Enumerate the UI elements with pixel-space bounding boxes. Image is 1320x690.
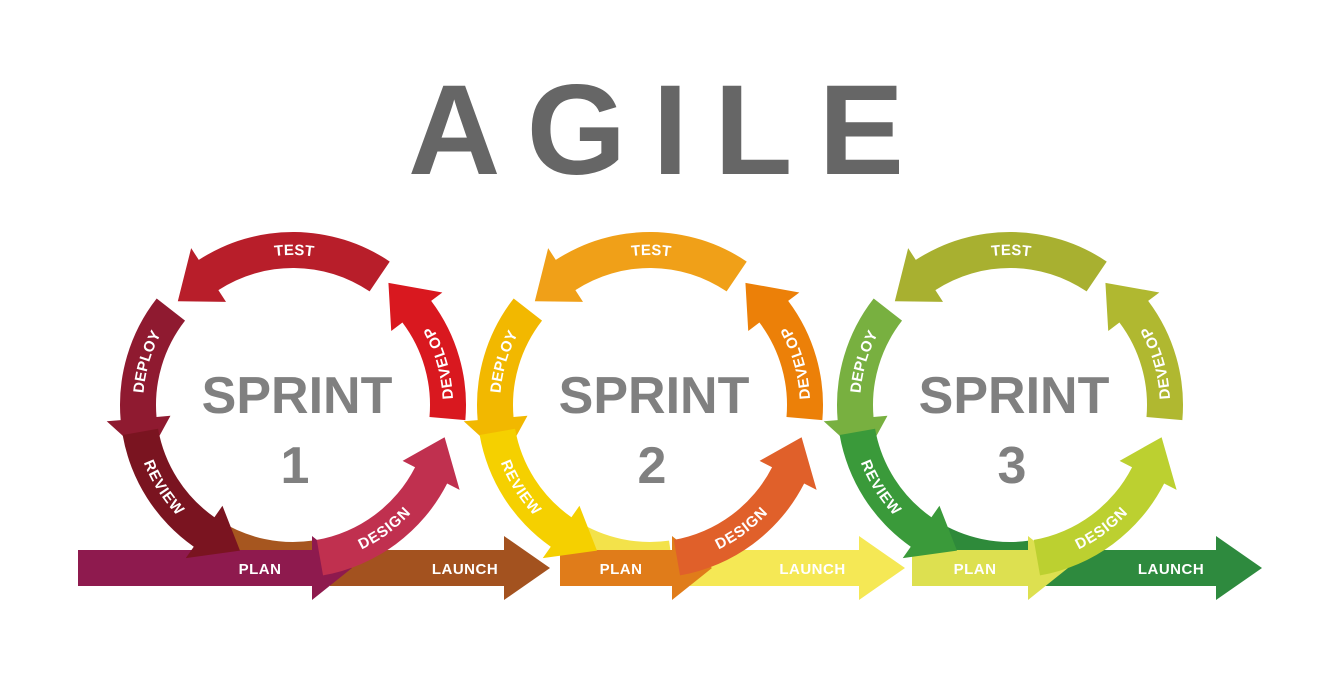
agile-title: AGILE	[408, 59, 904, 202]
deploy-arrow	[106, 298, 186, 459]
launch-arrow	[690, 536, 905, 600]
sprint-number: 3	[998, 437, 1027, 495]
test-label: TEST	[273, 241, 315, 259]
plan-arrow	[78, 536, 352, 600]
test-arrow	[534, 232, 747, 302]
sprint-label: SPRINT	[919, 367, 1110, 425]
design-arrow	[1033, 437, 1177, 576]
launch-label: LAUNCH	[1138, 561, 1204, 578]
deploy-arrow	[463, 298, 543, 459]
develop-arrow	[745, 282, 823, 421]
plan-arrow	[912, 536, 1068, 600]
sprint-number: 2	[638, 437, 667, 495]
review-arrow	[479, 428, 597, 559]
sprint-label: SPRINT	[559, 367, 750, 425]
review-arrow	[839, 428, 957, 559]
design-arrow	[673, 437, 817, 576]
test-label: TEST	[630, 241, 672, 259]
plan-label: PLAN	[954, 561, 997, 578]
sprint-label: SPRINT	[202, 367, 393, 425]
deploy-arrow	[823, 298, 903, 459]
launch-label: LAUNCH	[432, 561, 498, 578]
launch-label: LAUNCH	[779, 561, 845, 578]
plan-label: PLAN	[600, 561, 643, 578]
test-arrow	[894, 232, 1107, 302]
develop-arrow	[1105, 282, 1183, 421]
review-arrow	[122, 428, 240, 559]
design-arrow	[316, 437, 460, 576]
develop-arrow	[388, 282, 466, 421]
plan-label: PLAN	[239, 561, 282, 578]
sprint-number: 1	[281, 437, 310, 495]
launch-arrow	[330, 536, 550, 600]
test-label: TEST	[990, 241, 1032, 259]
plan-arrow	[560, 536, 712, 600]
test-arrow	[177, 232, 390, 302]
